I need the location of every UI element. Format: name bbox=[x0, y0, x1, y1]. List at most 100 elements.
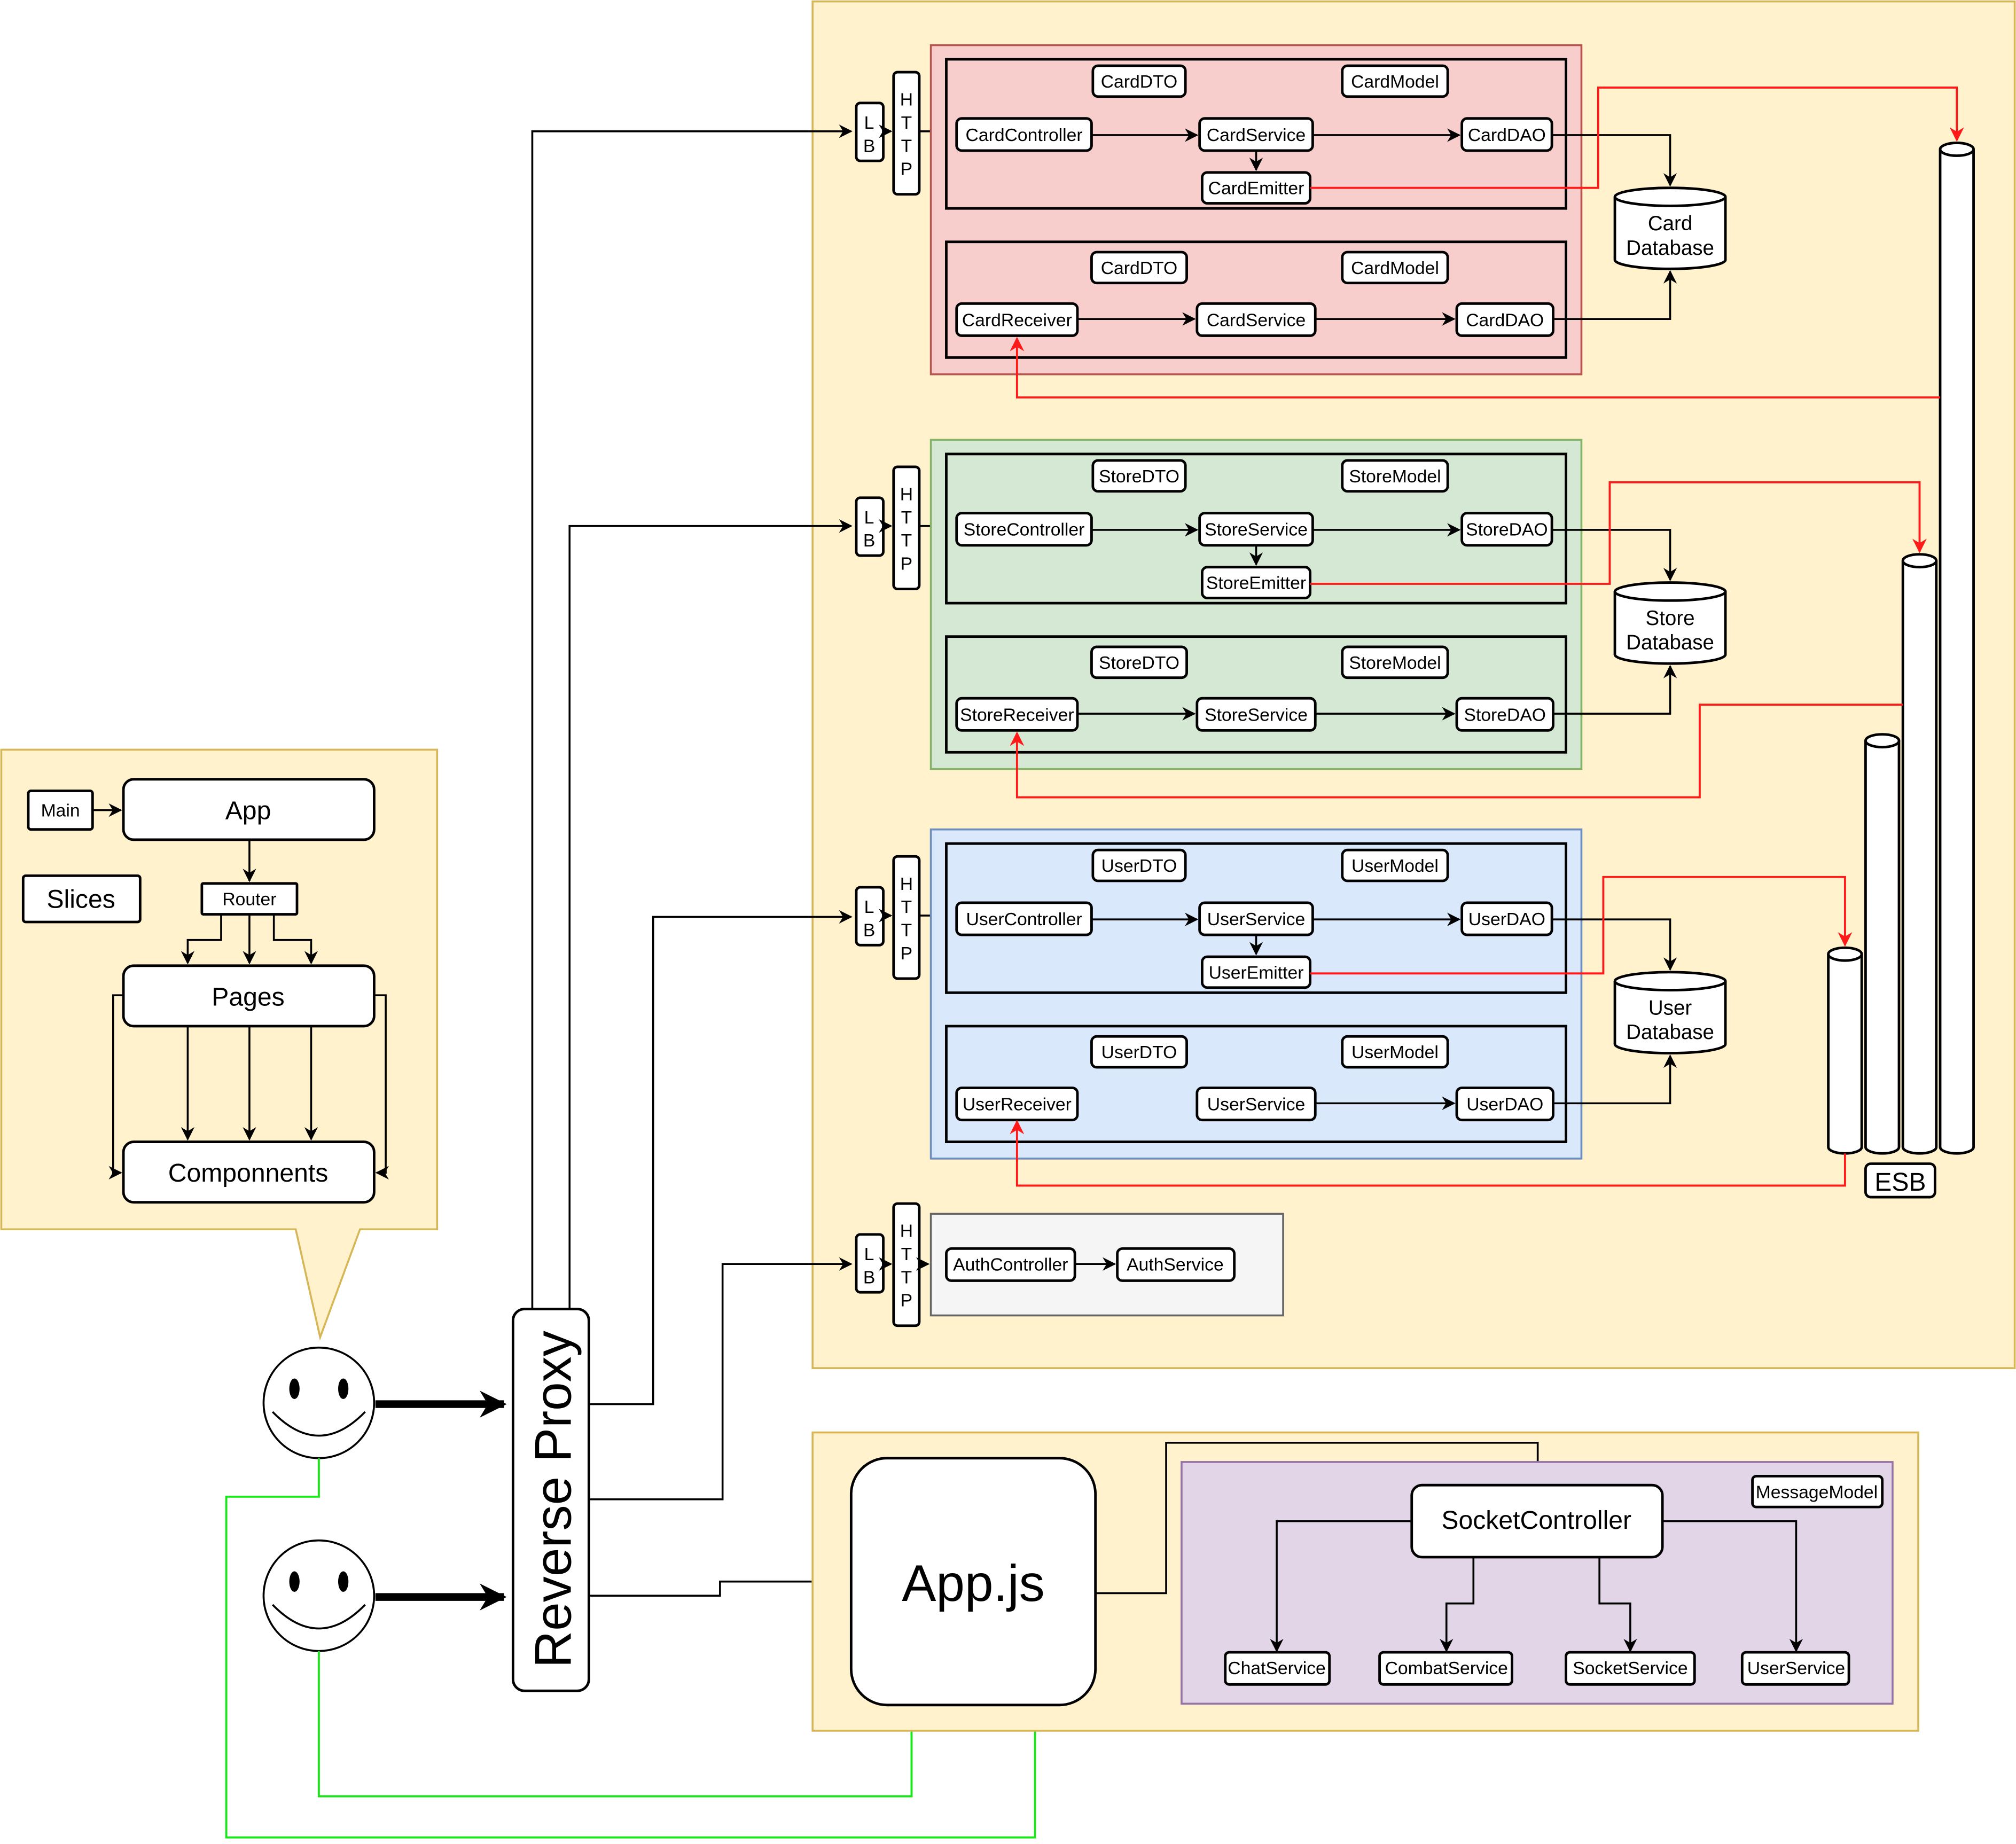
appjs-box[interactable] bbox=[849, 1457, 1097, 1707]
api-dto-box[interactable] bbox=[1091, 459, 1187, 493]
http-letter: T bbox=[901, 136, 912, 156]
app-label: App bbox=[225, 796, 271, 825]
api-service-label: UserService bbox=[1207, 910, 1305, 929]
api-module bbox=[945, 58, 1567, 210]
consumer-dto-label: StoreDTO bbox=[1099, 653, 1179, 673]
client-1 bbox=[262, 1346, 376, 1459]
lb-letter: L bbox=[864, 897, 874, 917]
http-box[interactable] bbox=[892, 71, 921, 196]
http-letter: P bbox=[901, 944, 912, 964]
consumer-module bbox=[945, 1025, 1567, 1143]
api-model-label: UserModel bbox=[1351, 856, 1439, 876]
http-letter: H bbox=[900, 874, 913, 894]
esb-queue-card bbox=[1939, 142, 1975, 1155]
receiver-label: StoreReceiver bbox=[960, 705, 1074, 725]
api-dao-label: CardDAO bbox=[1468, 126, 1546, 145]
lb-letter: B bbox=[863, 531, 875, 551]
http-letter: P bbox=[901, 1291, 912, 1311]
database-label: Store bbox=[1646, 607, 1695, 630]
controller-label: StoreController bbox=[964, 520, 1085, 540]
http-letter: T bbox=[901, 920, 912, 940]
consumer-service-label: UserService bbox=[1207, 1095, 1305, 1115]
emitter-box[interactable] bbox=[1201, 566, 1312, 599]
api-service-label: CardService bbox=[1207, 126, 1306, 145]
reverse-proxy-label: Reverse Proxy bbox=[525, 1331, 582, 1668]
client-2 bbox=[262, 1539, 376, 1652]
database-label: Card bbox=[1648, 212, 1692, 235]
main-label: Main bbox=[41, 801, 80, 821]
smiley-icon bbox=[262, 1539, 376, 1652]
emitter-box[interactable] bbox=[1201, 955, 1312, 989]
slices-box[interactable] bbox=[21, 874, 142, 924]
appjs-label: App.js bbox=[902, 1555, 1045, 1612]
consumer-dto-box[interactable] bbox=[1090, 645, 1188, 679]
api-module bbox=[945, 842, 1567, 994]
consumer-model-label: CardModel bbox=[1351, 259, 1439, 278]
emitter-label: StoreEmitter bbox=[1206, 574, 1306, 593]
api-dto-label: StoreDTO bbox=[1099, 467, 1179, 487]
components-label: Componnents bbox=[168, 1159, 329, 1187]
consumer-dto-label: UserDTO bbox=[1101, 1043, 1177, 1062]
esb-queue-store bbox=[1901, 553, 1938, 1155]
message-model-box[interactable] bbox=[1751, 1474, 1884, 1509]
http-letter: H bbox=[900, 1222, 913, 1241]
api-dto-label: CardDTO bbox=[1101, 72, 1178, 92]
http-letter: P bbox=[901, 554, 912, 574]
socket-service-box[interactable] bbox=[1565, 1651, 1696, 1686]
consumer-dao-label: StoreDAO bbox=[1464, 705, 1546, 725]
consumer-service-label: CardService bbox=[1207, 310, 1306, 330]
api-model-box[interactable] bbox=[1341, 64, 1449, 98]
consumer-model-box[interactable] bbox=[1341, 1035, 1449, 1069]
consumer-dao-label: UserDAO bbox=[1466, 1095, 1543, 1115]
combat-service-label: CombatService bbox=[1385, 1659, 1508, 1678]
consumer-dao-label: CardDAO bbox=[1466, 310, 1544, 330]
receiver-label: UserReceiver bbox=[963, 1095, 1072, 1115]
api-model-box[interactable] bbox=[1341, 459, 1449, 493]
consumer-model-box[interactable] bbox=[1341, 251, 1449, 285]
user-service-box[interactable] bbox=[1740, 1651, 1850, 1686]
api-service-label: StoreService bbox=[1205, 520, 1308, 540]
http-letter: T bbox=[901, 113, 912, 133]
emitter-label: CardEmitter bbox=[1208, 179, 1304, 199]
http-letter: P bbox=[901, 160, 912, 179]
consumer-service-box[interactable] bbox=[1195, 697, 1317, 732]
lb-letter: B bbox=[863, 1268, 875, 1287]
controller-label: CardController bbox=[966, 126, 1083, 145]
database-label: Database bbox=[1626, 631, 1714, 654]
http-box[interactable] bbox=[892, 855, 921, 980]
api-module bbox=[945, 452, 1567, 605]
consumer-service-box[interactable] bbox=[1195, 302, 1317, 337]
api-model-box[interactable] bbox=[1341, 848, 1449, 882]
database-icon bbox=[1613, 981, 1727, 1054]
auth-service-label: AuthService bbox=[1127, 1255, 1224, 1275]
consumer-service-box[interactable] bbox=[1195, 1087, 1317, 1122]
consumer-dto-label: CardDTO bbox=[1101, 259, 1178, 278]
receiver-label: CardReceiver bbox=[962, 310, 1072, 330]
combat-service-box[interactable] bbox=[1378, 1651, 1513, 1686]
http-letter: T bbox=[901, 897, 912, 917]
api-dto-box[interactable] bbox=[1091, 848, 1187, 882]
consumer-model-box[interactable] bbox=[1341, 645, 1449, 679]
components-box[interactable] bbox=[122, 1140, 376, 1204]
http-letter: T bbox=[901, 531, 912, 551]
http-letter: H bbox=[900, 90, 913, 110]
esb-label-box[interactable] bbox=[1864, 1162, 1936, 1199]
chat-service-box[interactable] bbox=[1224, 1651, 1331, 1686]
socket-controller-label: SocketController bbox=[1441, 1506, 1631, 1535]
consumer-dto-box[interactable] bbox=[1090, 251, 1188, 285]
api-dao-label: UserDAO bbox=[1468, 910, 1545, 929]
api-dto-box[interactable] bbox=[1091, 64, 1187, 98]
auth-service-box[interactable] bbox=[1116, 1247, 1236, 1282]
consumer-dto-box[interactable] bbox=[1090, 1035, 1188, 1069]
message-model-label: MessageModel bbox=[1756, 1482, 1878, 1502]
http-box[interactable] bbox=[892, 465, 921, 591]
consumer-module bbox=[945, 240, 1567, 359]
consumer-model-label: StoreModel bbox=[1349, 653, 1441, 673]
chat-service-label: ChatService bbox=[1228, 1659, 1326, 1678]
